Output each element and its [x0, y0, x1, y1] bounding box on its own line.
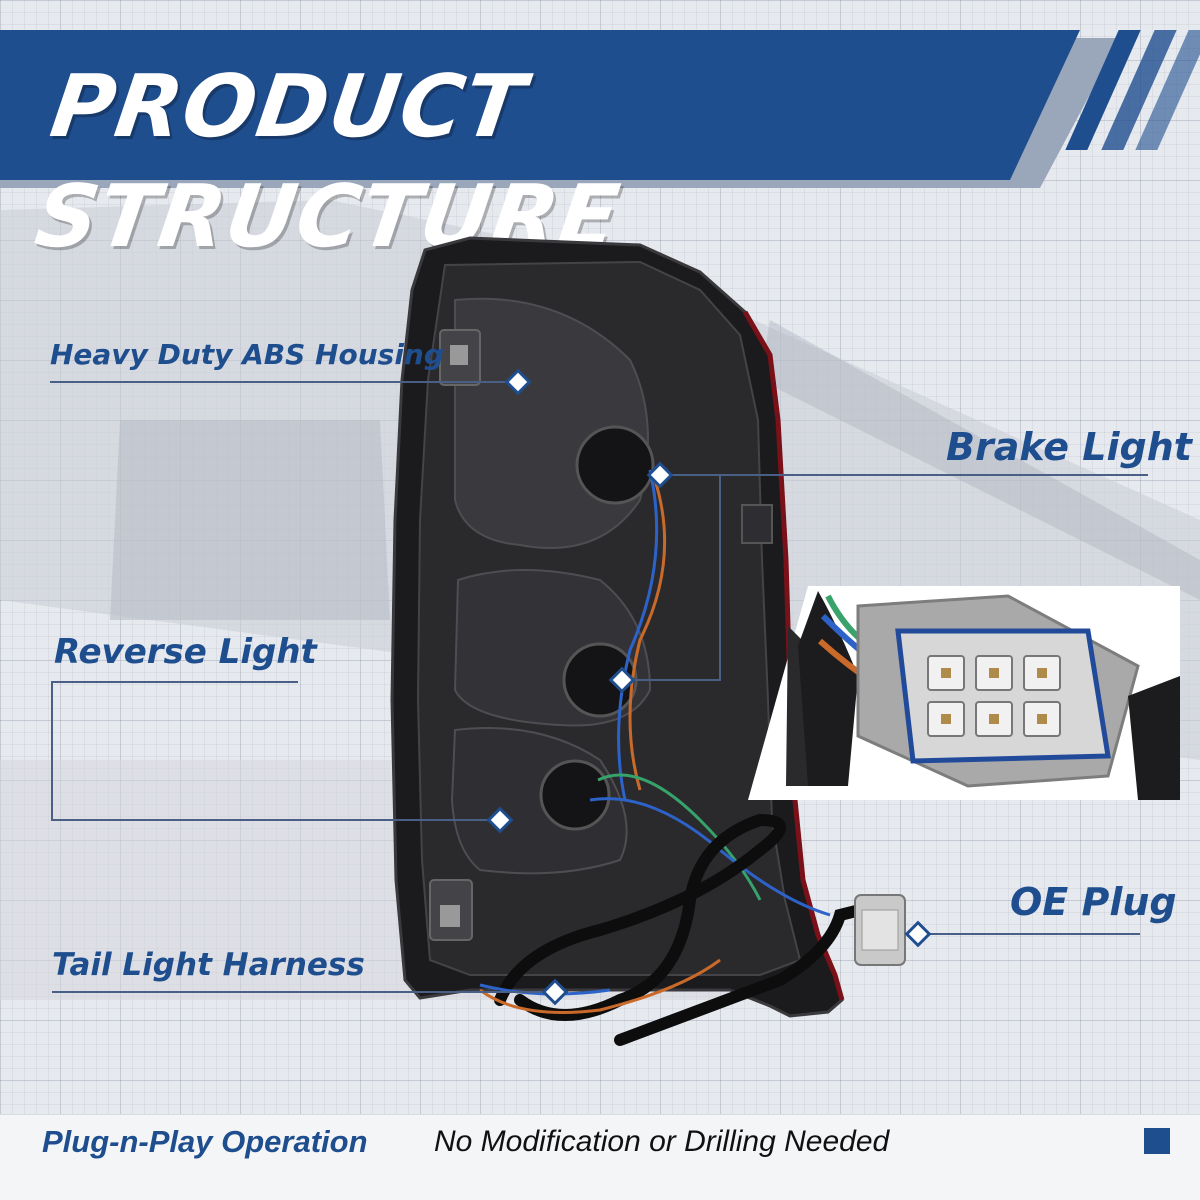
- oe-plug-marker: [904, 920, 932, 948]
- harness-marker: [541, 978, 569, 1006]
- reverse-marker: [608, 666, 636, 694]
- label-heavy-duty-abs-housing: Heavy Duty ABS Housing: [50, 338, 444, 371]
- connector-closeup-image: [786, 591, 1180, 800]
- header-banner: [0, 30, 1080, 180]
- footer-square-icon: [1144, 1128, 1170, 1154]
- wiring-harness: [494, 813, 866, 1046]
- label-oe-plug: OE Plug: [1010, 880, 1177, 924]
- label-reverse-light: Reverse Light: [54, 632, 317, 672]
- footer-feature-title: Plug-n-Play Operation: [42, 1124, 368, 1159]
- brake-socket: [575, 425, 655, 505]
- label-tail-light-harness: Tail Light Harness: [52, 947, 365, 983]
- reverse-leader-line: [51, 681, 500, 821]
- housing-marker: [504, 368, 532, 396]
- footer-feature-description: No Modification or Drilling Needed: [434, 1125, 890, 1158]
- footer-bar: [0, 1114, 1200, 1200]
- tail-marker: [486, 806, 514, 834]
- brake-marker: [646, 461, 674, 489]
- brake-leader-line: [622, 474, 721, 681]
- tail-socket: [539, 759, 611, 831]
- label-brake-light: Brake Light: [946, 425, 1192, 469]
